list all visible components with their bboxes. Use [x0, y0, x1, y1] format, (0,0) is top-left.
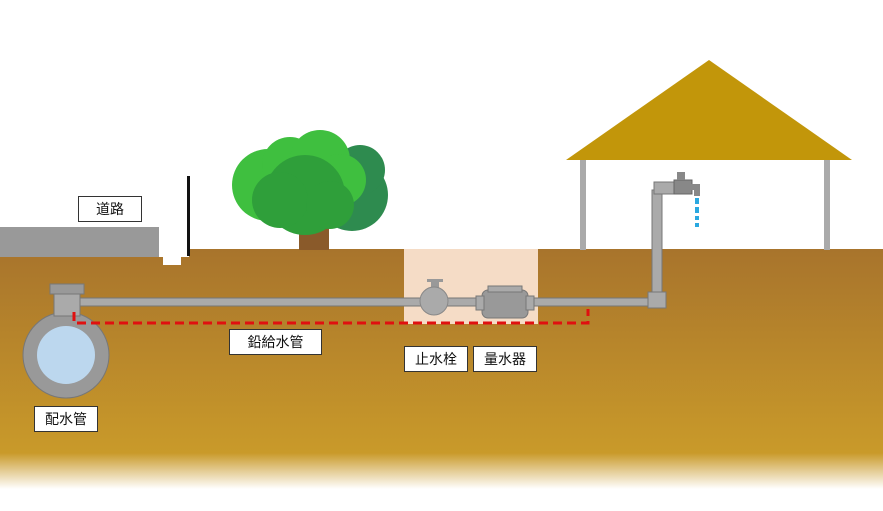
road-label: 道路 [78, 196, 142, 222]
elbow-top [653, 181, 677, 195]
distribution-main-label: 配水管 [34, 406, 98, 432]
house-roof [566, 60, 852, 160]
lead-pipe-label: 鉛給水管 [229, 329, 322, 355]
distribution-main-pipe [22, 283, 110, 399]
tree [232, 130, 388, 250]
elbow-bottom [647, 291, 667, 309]
stop-valve [419, 279, 449, 316]
service-pipe [79, 297, 661, 307]
water-meter-label: 量水器 [473, 346, 537, 372]
road-surface [0, 227, 159, 257]
water-stream [695, 198, 699, 227]
house [566, 60, 852, 250]
water-meter [475, 285, 535, 319]
house-post-right [824, 160, 830, 250]
stop-valve-label: 止水栓 [404, 346, 468, 372]
boundary-pole [187, 176, 190, 256]
curb-gap [163, 249, 181, 265]
faucet [673, 172, 700, 196]
lead-pipe-indicator [72, 309, 590, 325]
house-post-left [580, 160, 586, 250]
riser-pipe [651, 189, 663, 307]
saddle-cap [49, 283, 85, 295]
